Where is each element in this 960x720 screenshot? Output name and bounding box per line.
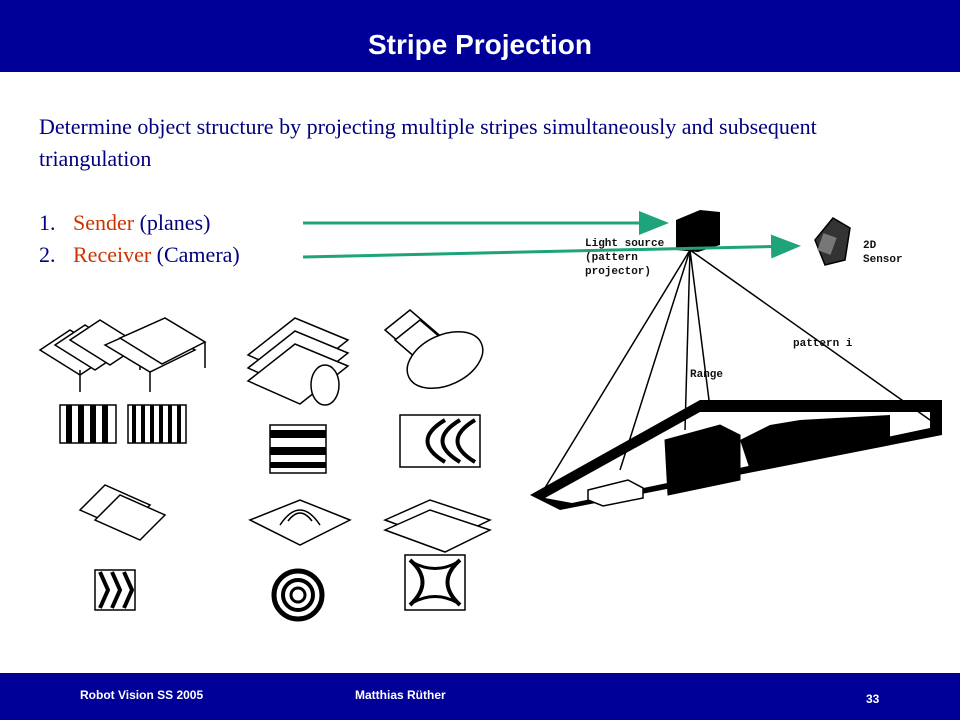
- footer-bar: [0, 673, 960, 720]
- slide-description: Determine object structure by projecting…: [39, 114, 817, 171]
- pattern-label: pattern i: [793, 338, 853, 350]
- list-number: 2.: [39, 242, 56, 267]
- horizontal-stripes: [269, 424, 327, 474]
- projection-setup-diagram: Light source (pattern projector) 2D Sens…: [510, 198, 942, 593]
- light-source-label: (pattern: [585, 252, 638, 264]
- vertical-stripes-2: [127, 404, 187, 444]
- page-number: 33: [866, 692, 880, 706]
- list-rest: (Camera): [151, 242, 240, 267]
- footer-author: Matthias Rüther: [355, 688, 446, 702]
- light-source-label: Light source: [585, 238, 665, 250]
- wavy-plane-stack: [78, 484, 167, 541]
- stripe-plane-stack-2: [103, 317, 207, 392]
- slide-title: Stripe Projection: [367, 29, 593, 60]
- list-item-sender: 1. Sender (planes): [39, 207, 240, 239]
- chevron-stripes: [94, 569, 136, 611]
- cylinder-figure: [383, 309, 484, 390]
- light-source-label: projector): [585, 266, 651, 278]
- projector-icon: [676, 210, 720, 252]
- numbered-list: 1. Sender (planes) 2. Receiver (Camera): [39, 207, 240, 271]
- shadow-object: [740, 415, 890, 470]
- receiver-arrow: [302, 234, 801, 259]
- list-item-receiver: 2. Receiver (Camera): [39, 239, 240, 271]
- vertical-stripes-1: [59, 404, 117, 444]
- small-box: [587, 479, 644, 507]
- title-bar: [0, 0, 960, 72]
- list-rest: (planes): [134, 210, 211, 235]
- projection-pyramid: [539, 249, 931, 497]
- range-label: Range: [690, 369, 723, 381]
- dome-figure: [248, 499, 352, 546]
- sensor-label: Sensor: [863, 254, 903, 266]
- sensor-label: 2D: [863, 240, 877, 252]
- curved-stripes: [399, 414, 481, 468]
- footer-course: Robot Vision SS 2005: [80, 688, 204, 702]
- hyperbolic-stripes: [404, 554, 466, 611]
- list-highlight: Sender: [73, 210, 135, 235]
- concentric-rings: [271, 568, 325, 622]
- camera-sensor-icon: [814, 217, 851, 266]
- stripe-pattern-figure: [18, 290, 523, 635]
- list-highlight: Receiver: [73, 242, 152, 267]
- saddle-figure: [383, 499, 492, 553]
- horizontal-plane-stack: [246, 317, 350, 406]
- block-object: [664, 424, 741, 496]
- list-number: 1.: [39, 210, 56, 235]
